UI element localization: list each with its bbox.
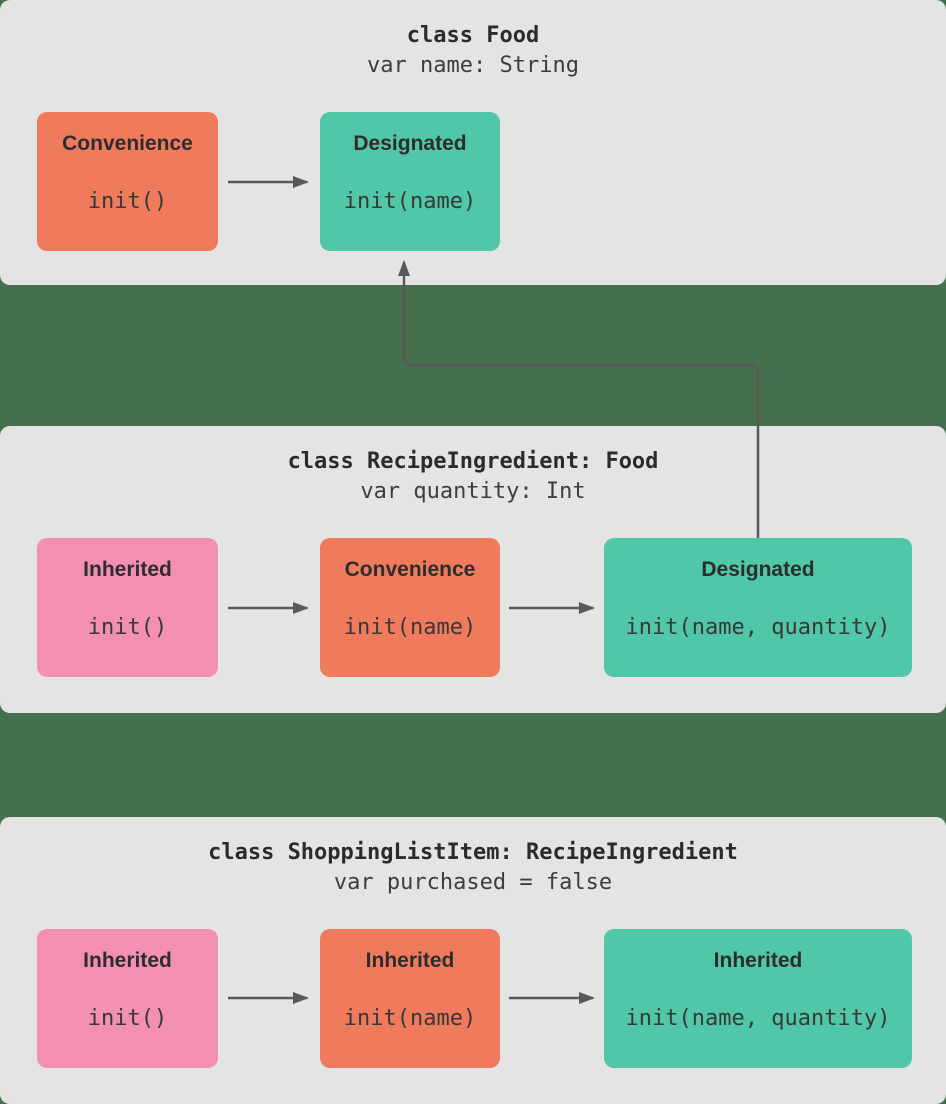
class-declaration: class ShoppingListItem: RecipeIngredient (208, 840, 738, 865)
box-recipe-convenience-init-name: Convenience init(name) (320, 538, 500, 677)
box-title: Inherited (83, 558, 172, 581)
box-signature: init() (87, 189, 168, 214)
property-declaration: var purchased = false (333, 870, 613, 895)
box-recipe-inherited-init: Inherited init() (37, 538, 218, 677)
box-shopping-inherited-init-name-quantity: Inherited init(name, quantity) (604, 929, 912, 1068)
box-shopping-inherited-init: Inherited init() (37, 929, 218, 1068)
box-title: Designated (353, 132, 467, 155)
panel-food-header: class Food var name: String (0, 21, 946, 81)
box-signature: init(name) (343, 189, 477, 214)
panel-class-recipeingredient: class RecipeIngredient: Food var quantit… (0, 426, 946, 713)
box-food-designated-init-name: Designated init(name) (320, 112, 500, 251)
box-signature: init(name) (343, 615, 477, 640)
box-title: Designated (701, 558, 815, 581)
box-signature: init(name) (343, 1006, 477, 1031)
class-declaration: class Food (406, 23, 540, 48)
box-signature: init(name, quantity) (625, 615, 891, 640)
box-title: Inherited (83, 949, 172, 972)
box-signature: init(name, quantity) (625, 1006, 891, 1031)
panel-shopping-header: class ShoppingListItem: RecipeIngredient… (0, 838, 946, 898)
box-signature: init() (87, 1006, 168, 1031)
property-declaration: var name: String (367, 53, 579, 78)
box-food-convenience-init: Convenience init() (37, 112, 218, 251)
box-title: Convenience (62, 132, 193, 155)
panel-recipe-header: class RecipeIngredient: Food var quantit… (0, 447, 946, 507)
box-recipe-designated-init-name-quantity: Designated init(name, quantity) (604, 538, 912, 677)
class-declaration: class RecipeIngredient: Food (287, 449, 659, 474)
box-title: Inherited (713, 949, 803, 972)
box-shopping-inherited-init-name: Inherited init(name) (320, 929, 500, 1068)
box-title: Convenience (344, 558, 476, 581)
property-declaration: var quantity: Int (360, 479, 586, 504)
box-signature: init() (87, 615, 168, 640)
box-title: Inherited (365, 949, 455, 972)
panel-class-food: class Food var name: String Convenience … (0, 0, 946, 285)
panel-class-shoppinglistitem: class ShoppingListItem: RecipeIngredient… (0, 817, 946, 1104)
